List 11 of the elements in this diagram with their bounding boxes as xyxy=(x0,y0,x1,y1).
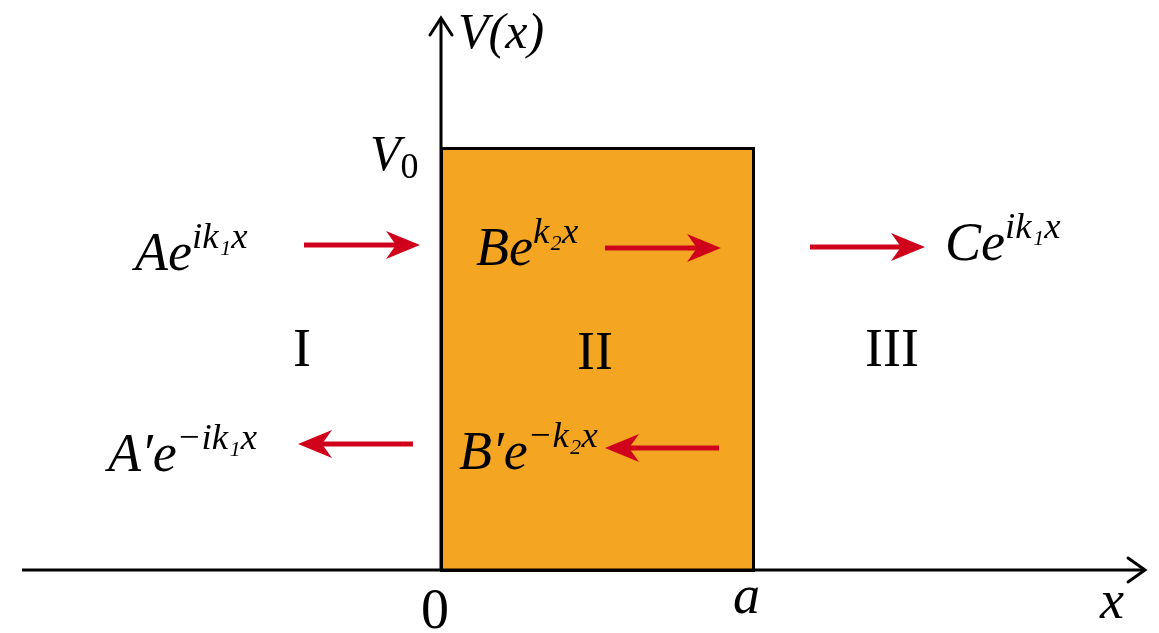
region-label: I xyxy=(293,321,311,375)
potential-barrier xyxy=(440,147,755,572)
tick-label: V$_{0}$ xyxy=(370,128,419,178)
wave-term: B′e$^{−k₂x}$ xyxy=(459,424,598,478)
tick-label: a xyxy=(733,568,760,622)
axis-label: x xyxy=(1100,573,1124,627)
region-label: III xyxy=(865,321,919,375)
wave-term: Be$^{k₂x}$ xyxy=(476,220,579,274)
region-label: II xyxy=(577,324,613,378)
tick-label: 0 xyxy=(421,581,449,633)
wave-term: Ce$^{ik₁x}$ xyxy=(945,215,1061,269)
